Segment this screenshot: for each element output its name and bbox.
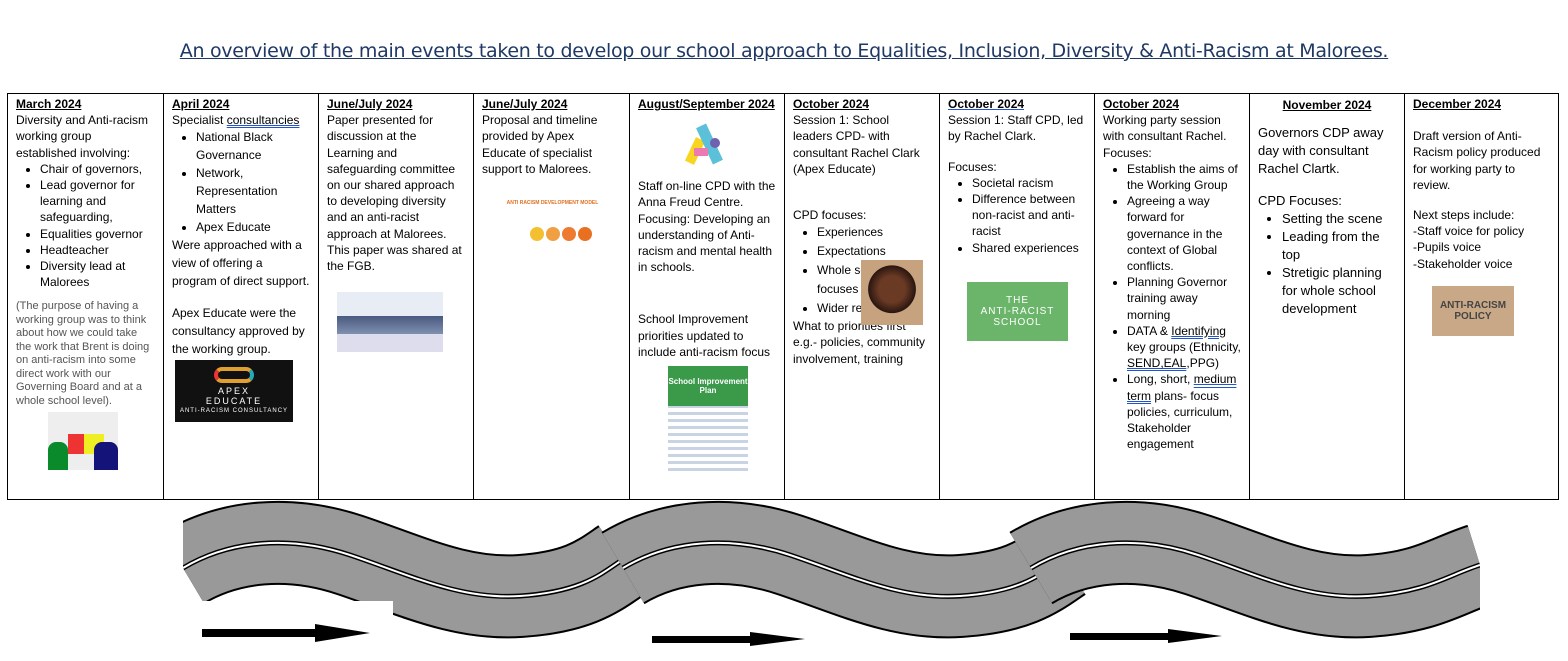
cell-heading: August/September 2024: [638, 97, 775, 111]
page-title: An overview of the main events taken to …: [179, 40, 1389, 62]
road-segment: [1009, 500, 1494, 639]
cell-text: Paper presented for discussion at the Le…: [327, 113, 462, 274]
list-item: Shared experiences: [972, 240, 1086, 256]
school-improvement-plan-image: School Improvement Plan: [668, 366, 748, 473]
cell-text: Session 1: School leaders CPD- with cons…: [793, 113, 920, 176]
timeline-cell-june-july-proposal: June/July 2024 Proposal and timeline pro…: [474, 94, 630, 499]
cell-heading: April 2024: [172, 97, 230, 111]
road-segment: [161, 500, 646, 639]
anti-racism-policy-sign-image: ANTI-RACISM POLICY: [1432, 285, 1514, 336]
timeline-cell-october-staff: October 2024 Session 1: Staff CPD, led b…: [940, 94, 1095, 499]
cell-text: Draft version of Anti-Racism policy prod…: [1413, 129, 1541, 192]
rachel-clark-photo: [861, 260, 923, 325]
cell-heading: October 2024: [948, 97, 1025, 111]
cell-text: Staff on-line CPD with the Anna Freud Ce…: [638, 179, 776, 275]
list-item: Agreeing a way forward for governance in…: [1127, 193, 1241, 274]
arrow-right-icon: [652, 632, 805, 646]
list-item: Chair of governors,: [40, 161, 155, 177]
cell-text: Were approached with a view of offering …: [172, 238, 310, 289]
cell-text-flagged: consultancies: [226, 113, 300, 128]
timeline-cell-april: April 2024 Specialist consultancies Nati…: [164, 94, 319, 499]
timeline-cell-aug-sep: August/September 2024 Staff on-line CPD …: [630, 94, 785, 499]
cell-note: (The purpose of having a working group w…: [16, 300, 150, 407]
list-item: Diversity lead at Malorees: [40, 258, 155, 290]
cell-text: School Improvement priorities updated to…: [638, 312, 771, 359]
list-item: -Staff voice for policy: [1413, 224, 1525, 239]
list-item: Equalities governor: [40, 226, 155, 242]
list-item: Difference between non-racist and anti-r…: [972, 191, 1086, 240]
timeline-cell-june-july-paper: June/July 2024 Paper presented for discu…: [319, 94, 474, 499]
list-item: Leading from the top: [1282, 228, 1396, 264]
list-item: Planning Governor training away morning: [1127, 274, 1241, 323]
cell-subheading: Focuses:: [1103, 145, 1152, 160]
list-item: -Stakeholder voice: [1413, 256, 1513, 271]
anti-racist-school-logo: THE ANTI-RACIST SCHOOL: [967, 281, 1068, 341]
cell-heading: June/July 2024: [482, 97, 568, 111]
road-segment: [601, 500, 1086, 639]
cell-subheading: Focuses:: [948, 159, 997, 174]
anna-freud-logo: [684, 123, 728, 166]
cell-subheading: CPD Focuses:: [1258, 193, 1342, 208]
bullet-list: National Black Governance Network, Repre…: [172, 128, 310, 236]
cell-text: Session 1: Staff CPD, led by Rachel Clar…: [948, 113, 1084, 144]
timeline-cell-october-working-party: October 2024 Working party session with …: [1095, 94, 1250, 499]
list-item: Societal racism: [972, 175, 1086, 191]
bullet-list: Chair of governors, Lead governor for le…: [16, 161, 155, 291]
cell-heading: October 2024: [793, 97, 870, 111]
arrow-right-icon: [1070, 629, 1222, 643]
bullet-list: Setting the scene Leading from the top S…: [1258, 210, 1396, 318]
cell-heading: June/July 2024: [327, 97, 413, 111]
list-item: Stretigic planning for whole school deve…: [1282, 264, 1396, 318]
cell-heading: December 2024: [1413, 97, 1502, 111]
cell-subheading: CPD focuses:: [793, 208, 867, 223]
list-item: National Black Governance: [196, 128, 310, 164]
cell-text: Specialist: [172, 113, 227, 128]
bullet-list: Societal racism Difference between non-r…: [948, 175, 1086, 256]
timeline-cell-march: March 2024 Diversity and Anti-racism wor…: [8, 94, 164, 499]
cell-subheading: Next steps include:: [1413, 208, 1515, 223]
cell-text: Proposal and timeline provided by Apex E…: [482, 113, 598, 176]
apex-educate-logo: APEX EDUCATE ANTI-RACISM CONSULTANCY: [175, 360, 293, 423]
list-item: Long, short, medium term plans- focus po…: [1127, 371, 1241, 452]
cell-text: Governors CDP away day with consultant R…: [1258, 125, 1384, 176]
timeline-cell-november: November 2024 Governors CDP away day wit…: [1250, 94, 1405, 499]
list-item: Setting the scene: [1282, 210, 1396, 228]
list-item: Expectations: [817, 242, 931, 261]
arrow-right-icon: [202, 624, 370, 642]
list-item: -Pupils voice: [1413, 240, 1482, 255]
list-item: Network, Representation Matters: [196, 164, 310, 218]
list-item: Establish the aims of the Working Group: [1127, 161, 1241, 193]
development-model-diagram: ANTI RACISM DEVELOPMENT MODEL: [490, 195, 615, 270]
cell-text: Apex Educate were the consultancy approv…: [172, 306, 305, 357]
list-item: Headteacher: [40, 242, 155, 258]
cell-heading: March 2024: [16, 97, 82, 111]
timeline-cell-october-leaders: October 2024 Session 1: School leaders C…: [785, 94, 940, 499]
cell-text: Working party session with consultant Ra…: [1103, 113, 1227, 144]
bullet-list: Establish the aims of the Working Group …: [1103, 161, 1241, 453]
cell-text: Diversity and Anti-racism working group …: [16, 113, 149, 160]
group-work-image: [48, 412, 118, 471]
timeline-cell-december: December 2024 Draft version of Anti-Raci…: [1405, 94, 1560, 499]
list-item: Experiences: [817, 223, 931, 242]
timeline-table: March 2024 Diversity and Anti-racism wor…: [7, 93, 1559, 500]
meeting-image: [337, 292, 443, 353]
list-item: DATA & Identifying key groups (Ethnicity…: [1127, 323, 1241, 372]
list-item: Apex Educate: [196, 218, 310, 236]
list-item: Lead governor for learning and safeguard…: [40, 177, 155, 226]
cell-heading: October 2024: [1103, 97, 1180, 111]
cell-heading: November 2024: [1282, 98, 1372, 112]
